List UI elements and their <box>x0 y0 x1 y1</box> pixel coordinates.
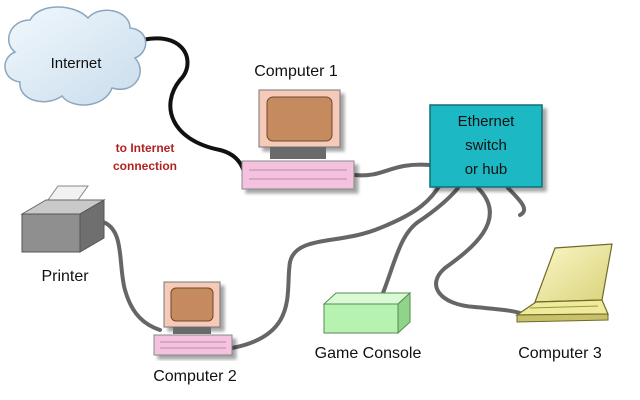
laptop-screen <box>534 243 613 303</box>
computer3-label: Computer 3 <box>518 345 602 362</box>
laptop-base-front <box>516 313 609 323</box>
computer1-switch-cable <box>353 162 432 178</box>
computer2 <box>153 281 233 356</box>
computer3-laptop <box>515 243 613 323</box>
computer1-label: Computer 1 <box>254 63 338 80</box>
computer2-switch-cable <box>230 183 442 350</box>
switch-label-line1: Ethernet <box>458 113 516 130</box>
printer-computer2-cable <box>101 220 162 332</box>
internet-note-line1: to Internet <box>116 141 175 155</box>
ethernet-switch: Ethernet switch or hub <box>429 104 543 188</box>
internet-cable <box>118 36 247 182</box>
internet-cloud: Internet <box>4 6 147 106</box>
computer1-monitor <box>258 89 341 148</box>
switch-label-line3: or hub <box>465 161 508 178</box>
cables <box>101 36 527 350</box>
computer1-stand <box>270 147 326 159</box>
printer <box>20 185 106 253</box>
computer2-label: Computer 2 <box>153 368 237 385</box>
console-switch-cable <box>381 186 460 295</box>
game-console <box>322 291 412 335</box>
computer2-stand <box>173 327 211 334</box>
computer2-keyboard <box>153 334 233 356</box>
laptop-switch-cable <box>434 186 522 315</box>
switch-label-line2: switch <box>465 137 507 154</box>
computer1 <box>241 89 355 190</box>
computer2-monitor <box>163 281 221 328</box>
console-side <box>397 291 411 335</box>
printer-front <box>21 213 81 253</box>
console-front <box>323 303 399 334</box>
internet-note-line2: connection <box>113 159 177 173</box>
printer-label: Printer <box>41 268 89 285</box>
printer-side <box>79 199 105 253</box>
printer-paper <box>47 185 89 201</box>
console-top <box>322 292 412 305</box>
switch-side-cable <box>506 186 527 217</box>
cloud-shape <box>4 6 147 106</box>
game-console-label: Game Console <box>315 345 422 362</box>
internet-label: Internet <box>51 55 103 72</box>
computer1-keyboard <box>241 160 355 190</box>
